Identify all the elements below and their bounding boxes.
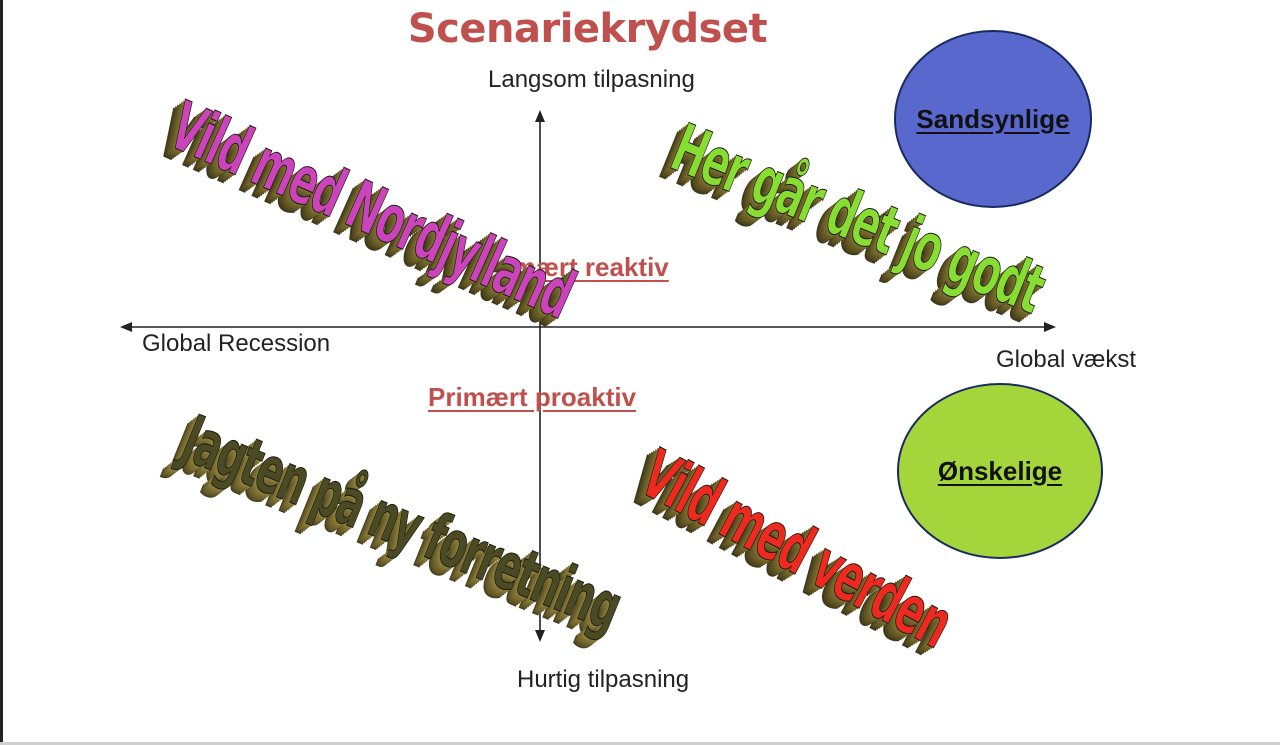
legend-likely-circle: Sandsynlige <box>894 30 1092 208</box>
label-primarily-proactive: Primært proaktiv <box>428 382 637 412</box>
axis-label-left: Global Recession <box>142 330 331 357</box>
axis-label-bottom: Hurtig tilpasning <box>517 666 690 693</box>
legend-likely-label: Sandsynlige <box>916 103 1070 134</box>
legend-desirable-label: Ønskelige <box>937 455 1063 486</box>
scan-edge-left <box>0 0 3 745</box>
scan-edge-bottom <box>0 742 1280 745</box>
arrow-left <box>120 322 132 332</box>
axis-label-right: Global vækst <box>996 346 1137 373</box>
arrow-right <box>1044 322 1056 332</box>
label-primarily-reactive: Primært reaktiv <box>478 252 669 282</box>
legend-desirable-circle: Ønskelige <box>897 383 1103 559</box>
diagram-title: Scenariekrydset <box>407 6 768 52</box>
arrow-up <box>535 110 545 122</box>
axis-label-top: Langsom tilpasning <box>488 66 695 93</box>
arrow-down <box>535 630 545 642</box>
